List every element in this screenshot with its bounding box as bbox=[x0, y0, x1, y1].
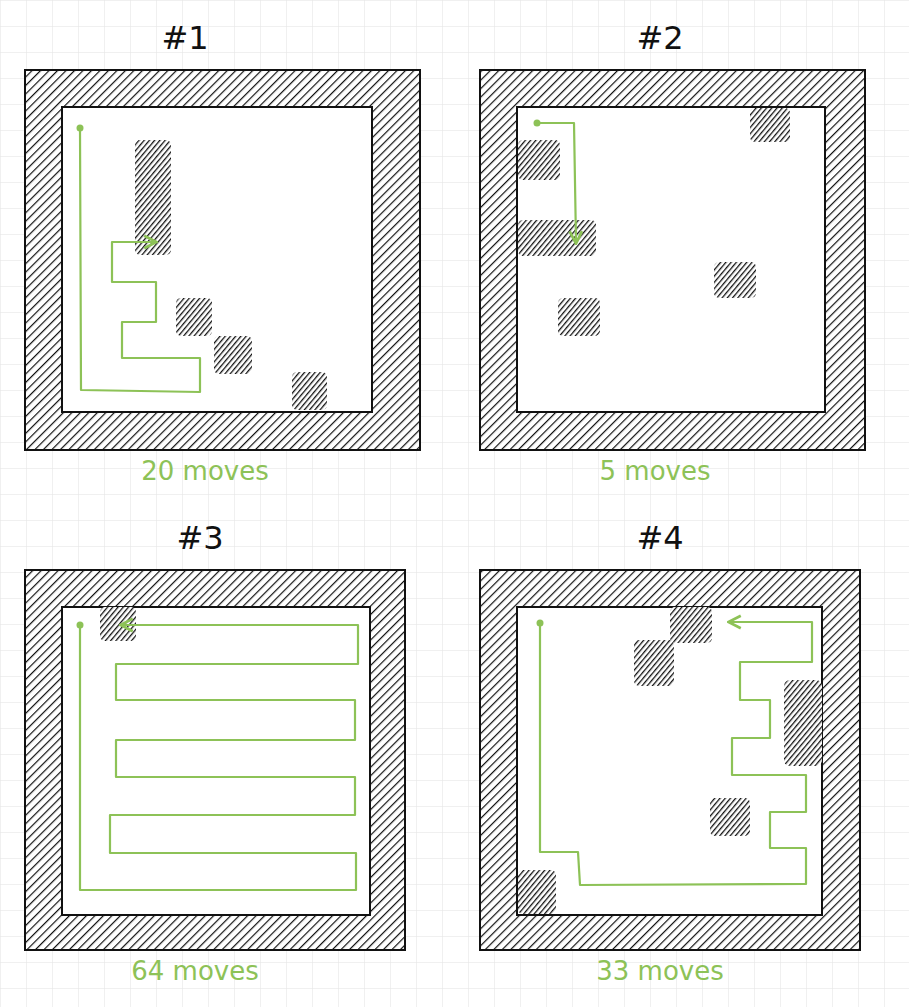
maze-panel bbox=[480, 570, 860, 950]
robot-path bbox=[80, 625, 358, 890]
move-count: 64 moves bbox=[131, 958, 259, 984]
obstacle bbox=[784, 680, 822, 766]
obstacle bbox=[634, 640, 674, 686]
wall bbox=[480, 70, 865, 450]
panel-title: #3 bbox=[176, 522, 223, 554]
robot-path bbox=[537, 123, 576, 242]
floor bbox=[517, 607, 822, 915]
floor bbox=[62, 107, 372, 412]
panel-title: #4 bbox=[636, 522, 683, 554]
obstacle bbox=[710, 798, 750, 836]
robot-path bbox=[540, 622, 812, 885]
wall bbox=[25, 70, 420, 450]
obstacle bbox=[558, 298, 600, 336]
maze-panel bbox=[480, 70, 865, 450]
obstacle bbox=[750, 108, 790, 142]
obstacle bbox=[176, 298, 212, 336]
move-count: 33 moves bbox=[596, 958, 724, 984]
maze-panel bbox=[25, 70, 420, 450]
obstacle bbox=[135, 140, 171, 255]
obstacle bbox=[670, 607, 712, 643]
floor bbox=[517, 107, 825, 412]
obstacle bbox=[292, 372, 327, 410]
obstacle bbox=[518, 140, 560, 180]
maze-panel bbox=[25, 570, 405, 950]
obstacle bbox=[518, 220, 596, 256]
robot-path bbox=[80, 128, 200, 392]
floor bbox=[62, 607, 370, 915]
obstacle bbox=[518, 870, 556, 914]
panel-title: #1 bbox=[161, 22, 208, 54]
move-count: 20 moves bbox=[141, 458, 269, 484]
obstacle bbox=[714, 262, 756, 298]
wall bbox=[25, 570, 405, 950]
move-count: 5 moves bbox=[600, 458, 711, 484]
panel-title: #2 bbox=[636, 22, 683, 54]
wall bbox=[480, 570, 860, 950]
obstacle bbox=[214, 336, 252, 374]
